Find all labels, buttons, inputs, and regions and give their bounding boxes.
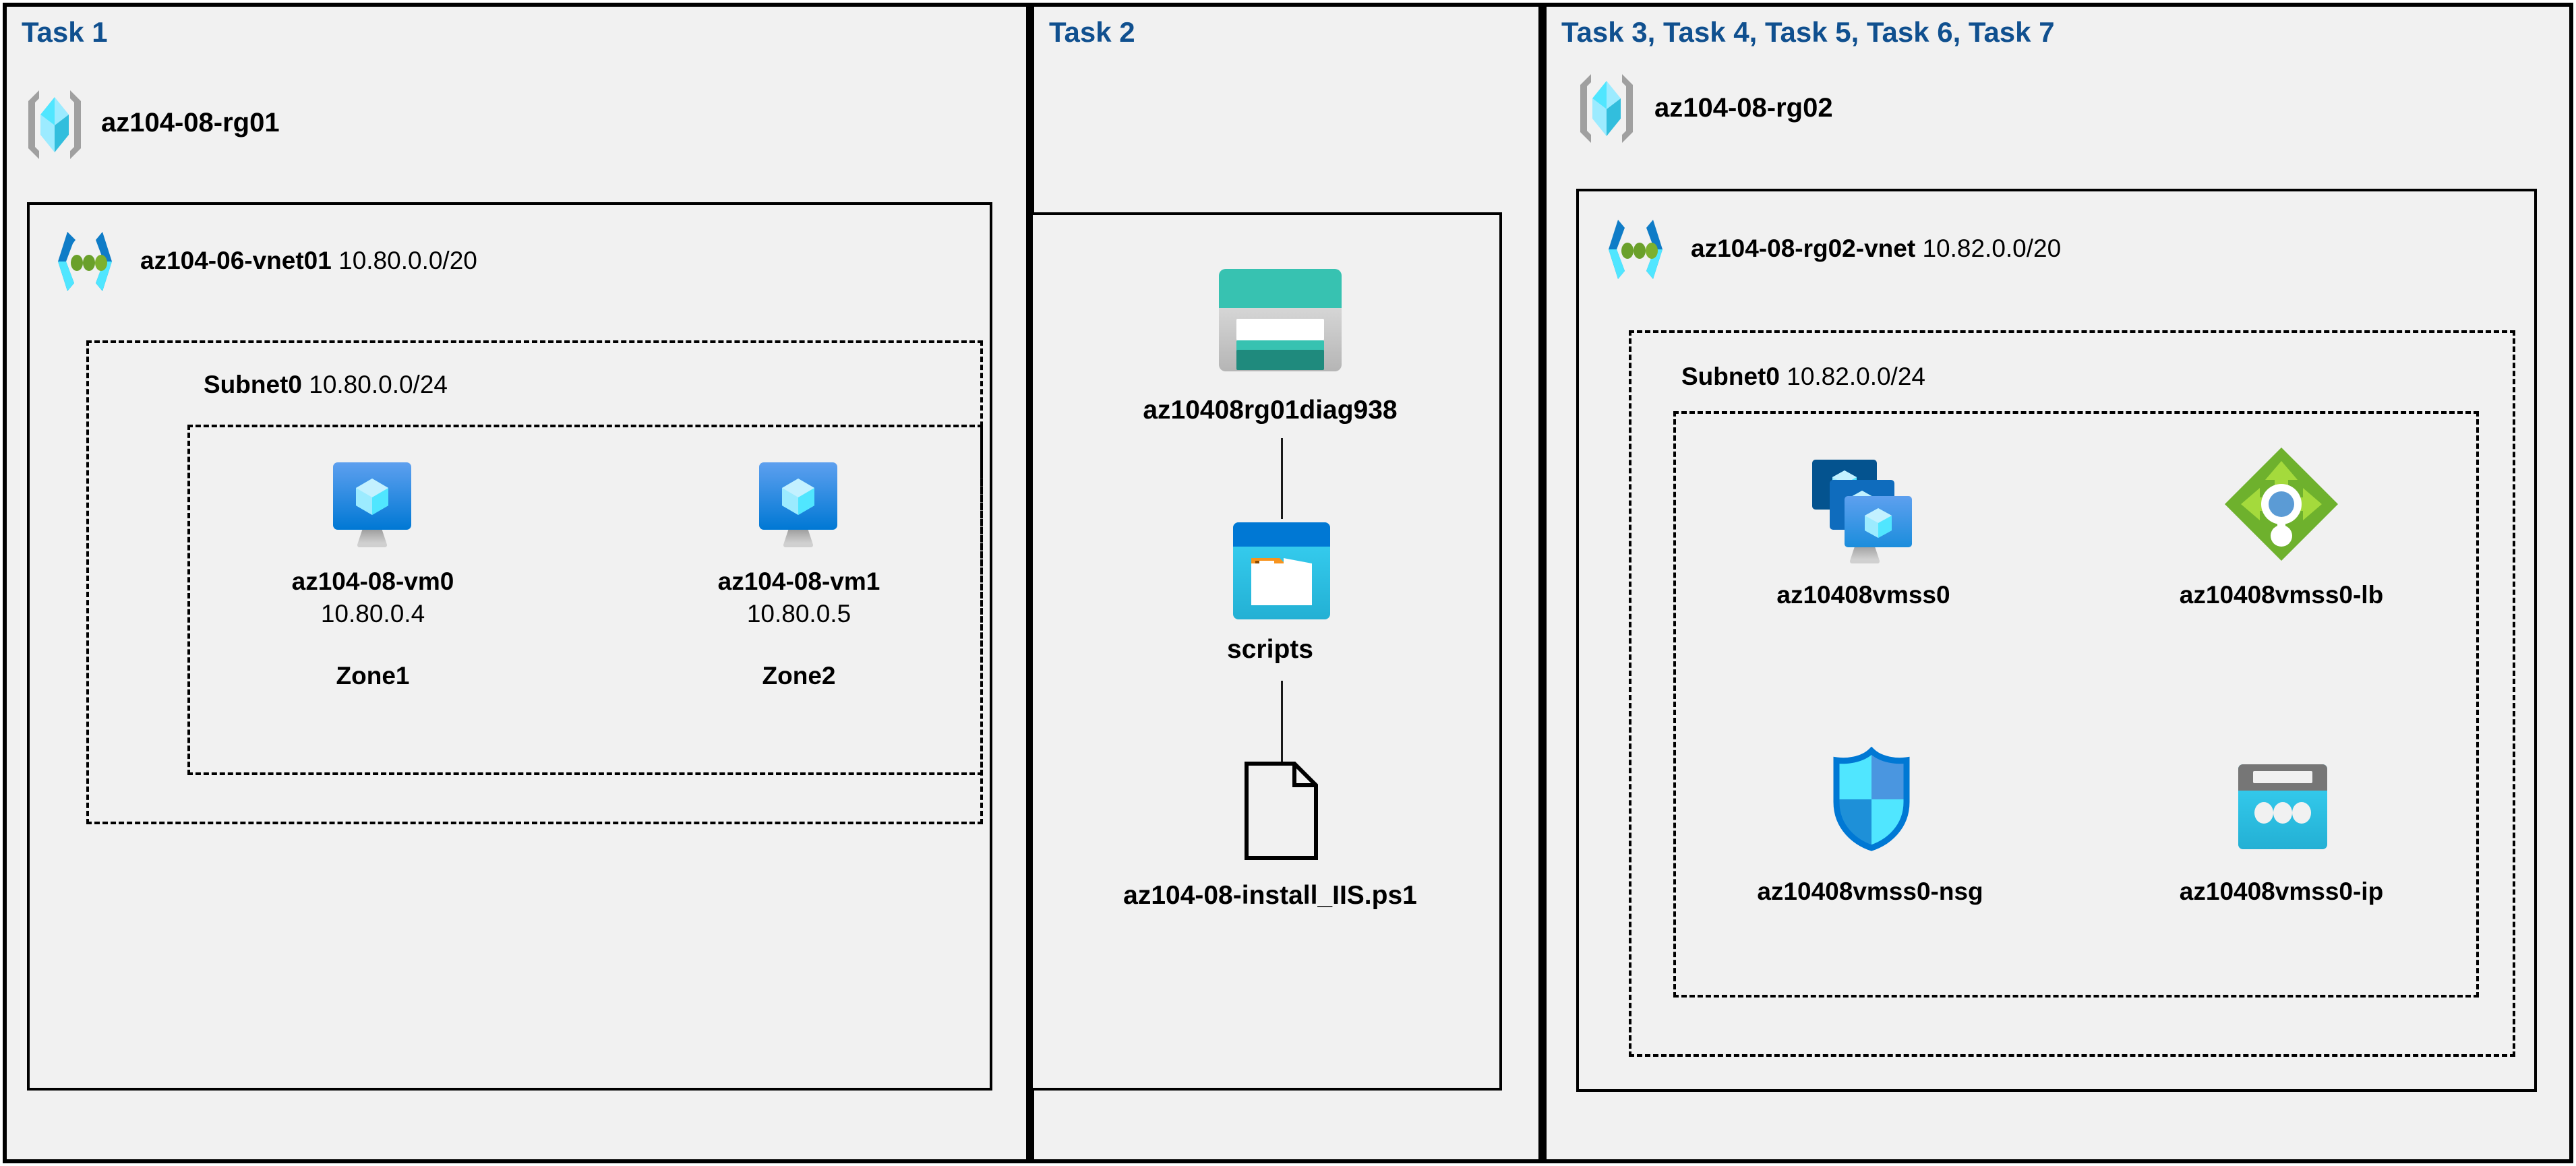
resource-group-inner-box-task-3-7 xyxy=(1673,411,2479,998)
connector-storage-to-scripts xyxy=(1281,438,1283,519)
load-balancer-label: az10408vmss0-lb xyxy=(2179,581,2384,609)
load-balancer-icon xyxy=(2225,448,2338,561)
public-ip-address-icon xyxy=(2238,764,2327,849)
panel-task-1: Task 1 az104-08-rg01 az104-06-vnet01 10.… xyxy=(3,3,1030,1163)
vnet-cidr-task-3-7: 10.82.0.0/20 xyxy=(1922,235,2062,262)
vmss-label: az10408vmss0 xyxy=(1776,581,1950,609)
vnet-name-task-1: az104-06-vnet01 xyxy=(140,247,332,274)
panel-task-3-7: Task 3, Task 4, Task 5, Task 6, Task 7 a… xyxy=(1542,3,2573,1163)
public-ip-label: az10408vmss0-ip xyxy=(2179,878,2384,905)
resource-group-label-task-1: az104-08-rg01 xyxy=(101,108,280,137)
resource-group-icon xyxy=(1580,74,1633,143)
vnet-name-task-3-7: az104-08-rg02-vnet xyxy=(1691,235,1916,262)
storage-account-label: az10408rg01diag938 xyxy=(1143,396,1398,425)
subnet-name-task-1: Subnet0 xyxy=(204,371,302,398)
subnet-box-task-3-7 xyxy=(1629,330,2515,1057)
virtual-machine-icon xyxy=(759,462,837,547)
connector-scripts-to-file xyxy=(1281,681,1283,762)
resource-group-icon xyxy=(28,90,81,159)
panel-title-task-3-7: Task 3, Task 4, Task 5, Task 6, Task 7 xyxy=(1561,16,2055,48)
virtual-network-icon xyxy=(1609,220,1663,279)
nsg-label: az10408vmss0-nsg xyxy=(1757,878,1983,905)
network-security-group-icon xyxy=(1833,747,1910,851)
panel-task-2: Task 2 az10408rg01diag938 xyxy=(1030,3,1542,1163)
vnet-box-task-3-7 xyxy=(1576,189,2537,1092)
file-label: az104-08-install_IIS.ps1 xyxy=(1123,881,1417,910)
vm-name-1: az104-08-vm1 xyxy=(717,567,880,595)
subnet-cidr-task-1: 10.80.0.0/24 xyxy=(309,371,448,398)
vm-ip-1: 10.80.0.5 xyxy=(746,600,851,627)
vnet-cidr-task-1: 10.80.0.0/20 xyxy=(338,247,477,274)
file-icon xyxy=(1245,762,1318,860)
subnet-name-task-3-7: Subnet0 xyxy=(1681,363,1780,390)
virtual-network-icon xyxy=(58,232,112,291)
vm-name-0: az104-08-vm0 xyxy=(291,567,454,595)
blob-container-label: scripts xyxy=(1227,635,1313,664)
vm-scale-set-icon xyxy=(1812,460,1912,563)
subnet-label-task-1: Subnet0 10.80.0.0/24 xyxy=(204,371,448,399)
panel-title-task-1: Task 1 xyxy=(22,16,108,48)
vnet-label-task-3-7: az104-08-rg02-vnet 10.82.0.0/20 xyxy=(1691,235,2061,263)
panel-title-task-2: Task 2 xyxy=(1049,16,1135,48)
subnet-label-task-3-7: Subnet0 10.82.0.0/24 xyxy=(1681,363,1925,391)
zone-group-box-task-1 xyxy=(187,425,983,775)
vm-ip-0: 10.80.0.4 xyxy=(320,600,425,627)
subnet-cidr-task-3-7: 10.82.0.0/24 xyxy=(1787,363,1925,390)
vm-zone-0: Zone1 xyxy=(336,662,410,689)
vnet-label-task-1: az104-06-vnet01 10.80.0.0/20 xyxy=(140,247,477,275)
vm-zone-1: Zone2 xyxy=(762,662,836,689)
virtual-machine-icon xyxy=(333,462,411,547)
storage-account-icon xyxy=(1219,269,1342,371)
blob-container-icon xyxy=(1233,522,1330,619)
resource-group-label-task-3-7: az104-08-rg02 xyxy=(1654,93,1833,123)
